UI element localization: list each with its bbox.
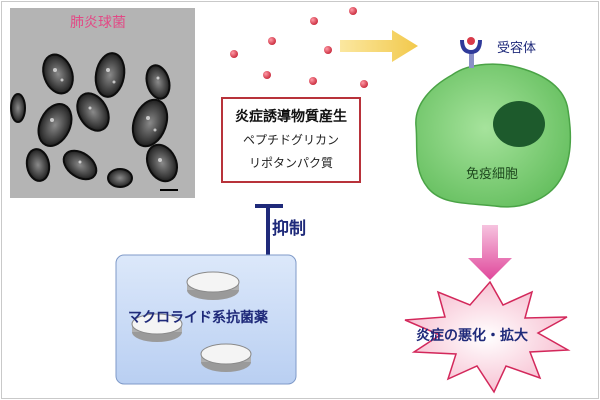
bacterium-cell: [25, 148, 51, 182]
particle: [309, 77, 317, 85]
inflammatory-particles: [230, 7, 368, 88]
drug-panel: [115, 254, 297, 385]
receptor-label: 受容体: [497, 41, 537, 56]
inducer-box: [221, 97, 361, 183]
tablet-icon: [131, 313, 183, 342]
tablets: [131, 271, 252, 372]
bacterium-cell: [42, 53, 74, 95]
inflammation-burst: [404, 280, 571, 394]
micrograph-caption: 肺炎球菌: [70, 15, 126, 31]
particle: [349, 7, 357, 15]
worsening-arrow: [468, 225, 512, 280]
inducer-item: ペプチドグリカン: [242, 133, 339, 147]
bacterium-cell: [94, 52, 126, 98]
particle: [263, 71, 271, 79]
inducer-item: リポタンパク質: [248, 156, 333, 170]
micrograph: [10, 8, 195, 198]
particle: [360, 80, 368, 88]
tablet-icon: [186, 271, 240, 300]
drug-label: マクロライド系抗菌薬: [128, 310, 268, 326]
receptor-icon: [460, 37, 482, 68]
cell-nucleus: [493, 101, 545, 147]
bacterium-cell: [145, 64, 171, 100]
tablet-icon: [200, 343, 252, 372]
bacterium-cell: [145, 143, 179, 183]
particle: [310, 17, 318, 25]
particle: [268, 37, 276, 45]
immune-cell: [415, 63, 572, 208]
bacterium-cell: [10, 93, 26, 123]
bacteria-cells: [10, 52, 179, 188]
inducer-title: 炎症誘導物質産生: [235, 109, 347, 125]
bacterium-cell: [107, 168, 133, 188]
bacterium-cell: [76, 92, 110, 132]
immune-cell-label: 免疫細胞: [466, 167, 519, 182]
inhibition-label: 抑制: [272, 219, 306, 239]
cell-granules: [50, 68, 162, 164]
bacterium-cell: [62, 149, 98, 181]
bacterium-cell: [37, 103, 73, 147]
bacterium-cell: [131, 98, 169, 148]
outcome-label: 炎症の悪化・拡大: [416, 328, 528, 344]
release-arrow: [340, 30, 418, 62]
particle: [230, 50, 238, 58]
particle: [324, 46, 332, 54]
